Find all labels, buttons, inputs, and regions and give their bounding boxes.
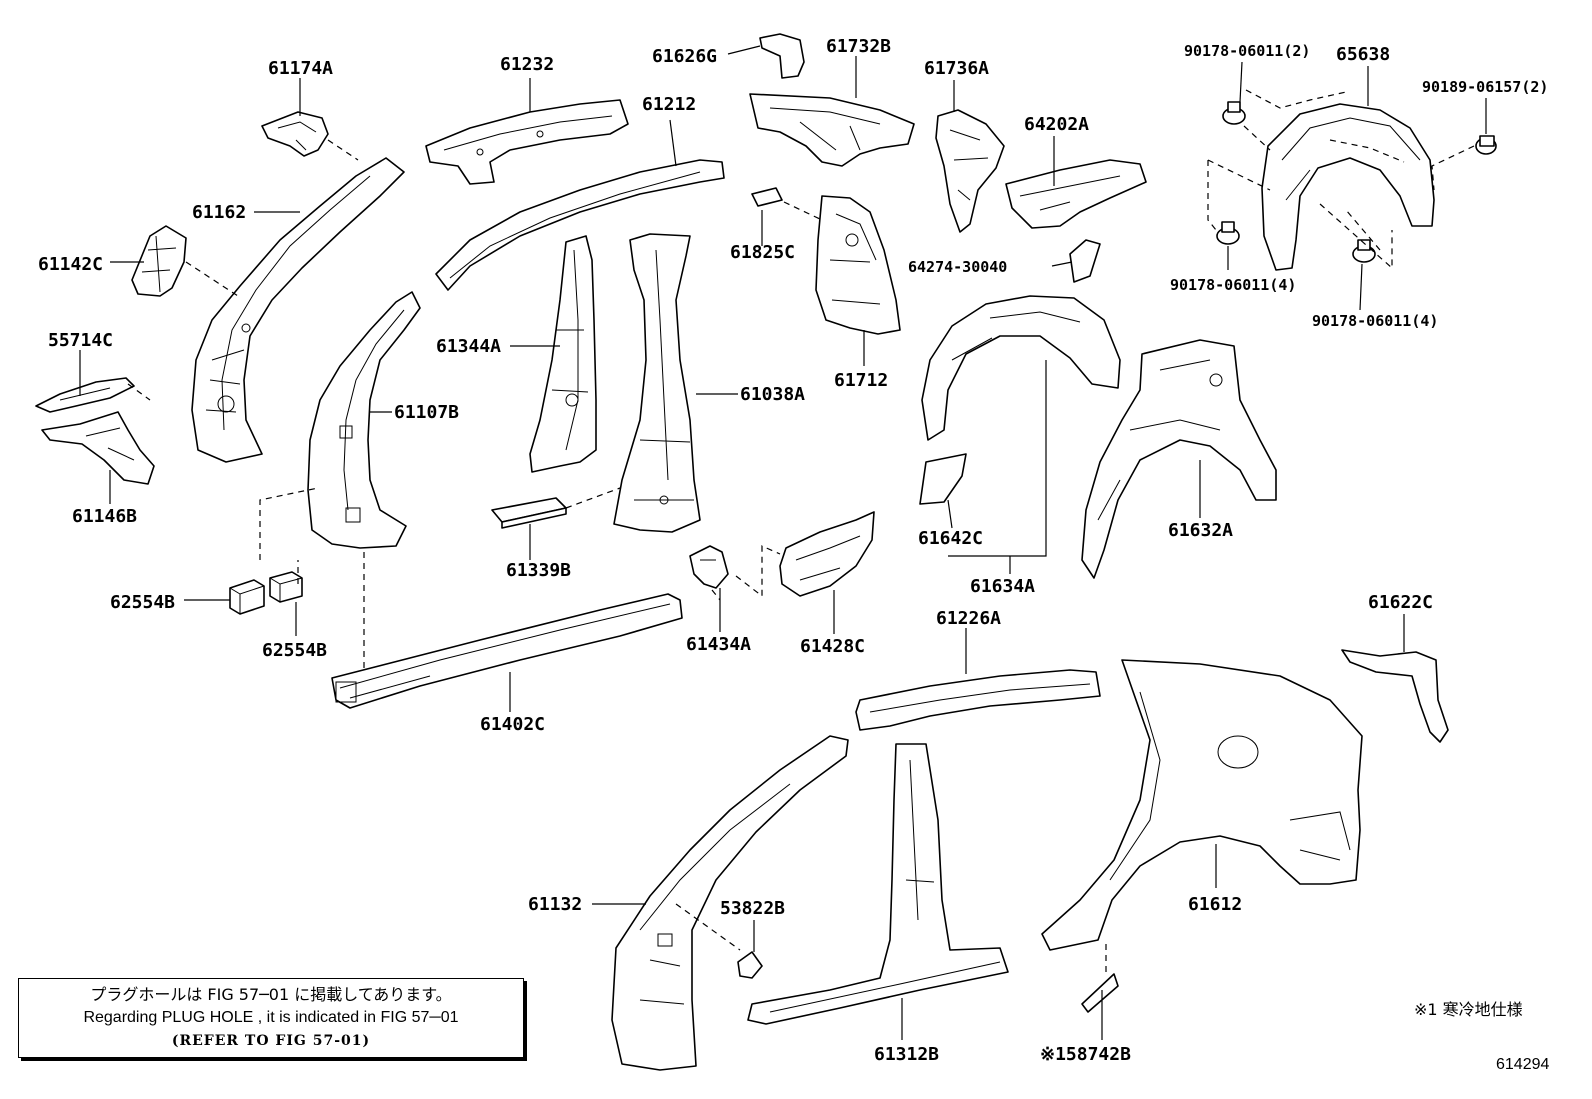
part-61174A[interactable] [261, 111, 329, 157]
label-61736A: 61736A [924, 58, 989, 79]
label-61232: 61232 [500, 54, 554, 75]
part-61344A[interactable] [529, 235, 597, 473]
part-62554B-b[interactable] [269, 571, 303, 603]
part-61038A[interactable] [613, 233, 701, 533]
label-62554B-a: 62554B [110, 592, 175, 613]
part-61212[interactable] [435, 159, 725, 291]
cold-area-spec-footnote: ※1 寒冷地仕様 [1414, 1000, 1523, 1019]
part-labels: 61174A 61232 61626G 61732B 61736A 90178-… [38, 36, 1548, 1065]
label-61162: 61162 [192, 202, 246, 223]
part-53822B[interactable] [737, 951, 763, 979]
part-61825C[interactable] [751, 187, 783, 207]
leader-lines [79, 45, 1487, 1040]
part-61612[interactable] [1041, 659, 1363, 951]
label-61712: 61712 [834, 370, 888, 391]
part-61132[interactable] [611, 735, 849, 1071]
part-64202A[interactable] [1005, 159, 1147, 229]
part-clip-90178-06011-right[interactable] [1352, 239, 1376, 263]
part-62554B-a[interactable] [229, 579, 265, 615]
part-61626G[interactable] [759, 33, 805, 79]
label-90189-06157-2: 90189-06157(2) [1422, 78, 1548, 96]
part-61312B[interactable] [747, 743, 1009, 1025]
label-90178-06011-4-left: 90178-06011(4) [1170, 276, 1296, 294]
part-61632A[interactable] [1081, 339, 1277, 579]
diagram-id: 614294 [1496, 1056, 1550, 1073]
label-61107B: 61107B [394, 402, 459, 423]
note-japanese: プラグホールは FIG 57─01 に掲載してあります。 [90, 985, 452, 1004]
label-62554B-b: 62554B [262, 640, 327, 661]
label-61212: 61212 [642, 94, 696, 115]
label-61146B: 61146B [72, 506, 137, 527]
label-61642C: 61642C [918, 528, 983, 549]
part-61146B[interactable] [41, 411, 155, 485]
label-64202A: 64202A [1024, 114, 1089, 135]
part-55714C[interactable] [35, 377, 135, 413]
label-61622C: 61622C [1368, 592, 1433, 613]
label-64274-30040: 64274-30040 [908, 258, 1007, 276]
part-clip-90178-06011-top[interactable] [1222, 101, 1246, 125]
label-61634A: 61634A [970, 576, 1035, 597]
label-65638: 65638 [1336, 44, 1390, 65]
label-90178-06011-4-right: 90178-06011(4) [1312, 312, 1438, 330]
label-61132: 61132 [528, 894, 582, 915]
label-61428C: 61428C [800, 636, 865, 657]
note-english: Regarding PLUG HOLE , it is indicated in… [83, 1009, 459, 1026]
label-61402C: 61402C [480, 714, 545, 735]
part-61622C[interactable] [1341, 649, 1449, 743]
plug-hole-note: プラグホールは FIG 57─01 に掲載してあります。 Regarding P… [18, 978, 524, 1058]
label-61632A: 61632A [1168, 520, 1233, 541]
part-61339B[interactable] [491, 497, 567, 529]
part-clip-90178-06011-left[interactable] [1216, 221, 1240, 245]
label-61626G: 61626G [652, 46, 717, 67]
part-64274-30040[interactable] [1069, 239, 1101, 283]
part-61642C[interactable] [919, 453, 967, 505]
label-61038A: 61038A [740, 384, 805, 405]
part-65638[interactable] [1261, 103, 1435, 271]
part-61428C[interactable] [779, 511, 875, 597]
label-61226A: 61226A [936, 608, 1001, 629]
label-55714C: 55714C [48, 330, 113, 351]
label-61174A: 61174A [268, 58, 333, 79]
label-61344A: 61344A [436, 336, 501, 357]
label-61434A: 61434A [686, 634, 751, 655]
label-61142C: 61142C [38, 254, 103, 275]
part-61402C[interactable] [331, 593, 683, 709]
part-61736A[interactable] [935, 109, 1005, 233]
label-53822B: 53822B [720, 898, 785, 919]
label-90178-06011-2: 90178-06011(2) [1184, 42, 1310, 60]
part-clip-90189-06157[interactable] [1475, 135, 1497, 155]
part-61434A[interactable] [689, 545, 729, 589]
part-61712[interactable] [815, 195, 901, 335]
part-61107B[interactable] [307, 291, 421, 549]
part-158742B[interactable] [1081, 973, 1119, 1013]
dashed-assembly-lines [127, 89, 1475, 976]
part-61232[interactable] [425, 99, 629, 185]
label-61612: 61612 [1188, 894, 1242, 915]
note-reference[interactable]: (REFER TO FIG 57-01) [171, 1033, 371, 1049]
part-61162[interactable] [191, 157, 405, 463]
label-61312B: 61312B [874, 1044, 939, 1065]
label-61732B: 61732B [826, 36, 891, 57]
part-61142C[interactable] [131, 225, 187, 297]
part-61634A[interactable] [921, 295, 1121, 441]
label-158742B: ※158742B [1040, 1044, 1131, 1065]
part-61226A[interactable] [855, 669, 1101, 731]
part-61732B[interactable] [749, 93, 915, 167]
label-61825C: 61825C [730, 242, 795, 263]
label-61339B: 61339B [506, 560, 571, 581]
